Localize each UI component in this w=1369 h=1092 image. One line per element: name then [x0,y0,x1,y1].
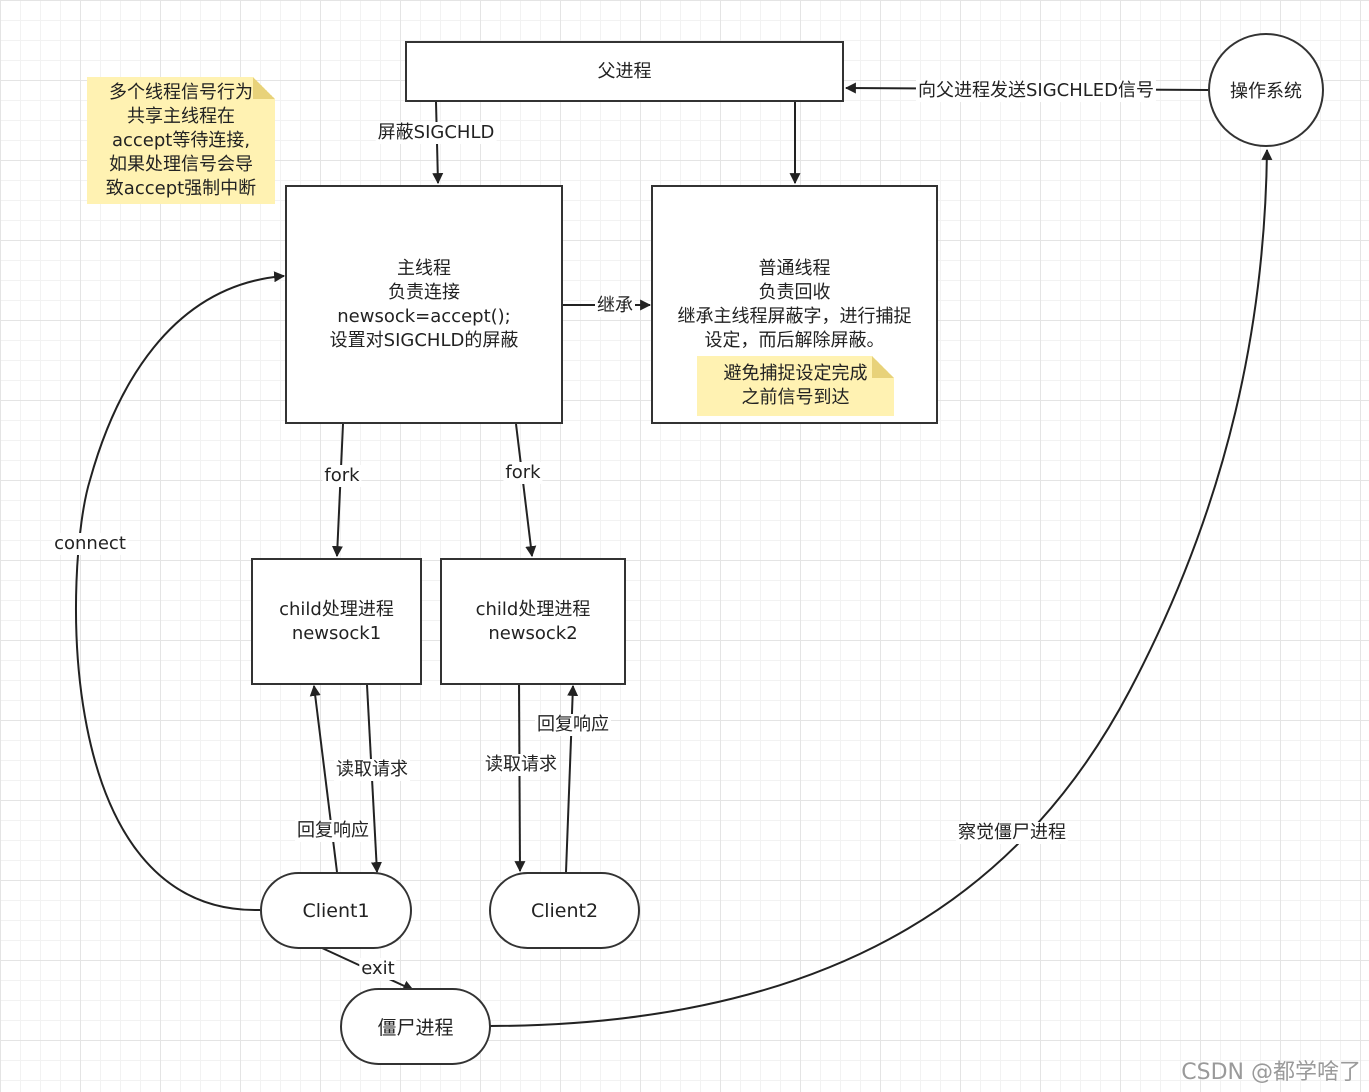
worker-thread-line-3: 继承主线程屏蔽字，进行捕捉 [677,306,912,327]
edge-child2-read [514,684,526,873]
signal-note-line-1: 多个线程信号行为 [109,81,253,103]
main-thread-line-1: 主线程 [397,257,451,279]
signal-note-line-5: 致accept强制中断 [105,177,257,199]
child1-line-2: newsock1 [291,622,382,644]
parent-process-box: 父进程 [405,41,844,102]
timing-note: 避免捕捉设定完成 之前信号到达 [697,356,894,416]
edge-label-fork-2: fork [503,462,543,484]
edge-main-to-child2 [515,423,537,558]
child1-line-1: child处理进程 [279,598,394,620]
signal-note-line-4: 如果处理信号会导 [109,153,253,175]
worker-thread-line-4: 设定，而后解除屏蔽。 [704,330,885,351]
main-thread-line-4: 设置对SIGCHLD的屏蔽 [329,329,519,351]
os-label: 操作系统 [1230,81,1302,102]
child2-line-1: child处理进程 [475,598,591,620]
os-node: 操作系统 [1208,33,1324,147]
edge-client1-connect [75,271,286,912]
zombie-node: 僵尸进程 [340,988,491,1065]
worker-thread-line-2: 负责回收 [758,282,831,303]
client1-node: Client1 [260,872,412,949]
edge-label-reply-2: 回复响应 [535,714,611,736]
child1-box: child处理进程 newsock1 [251,558,422,685]
edge-zombie-to-os [489,148,1273,1027]
main-thread-line-2: 负责连接 [388,281,460,303]
edge-label-fork-1: fork [322,465,362,487]
timing-note-line-1: 避免捕捉设定完成 [723,363,868,384]
edge-label-inherit: 继承 [595,295,635,317]
client1-label: Client1 [302,899,370,922]
client2-node: Client2 [489,872,640,949]
zombie-label: 僵尸进程 [377,1017,454,1039]
edge-label-detect: 察觉僵尸进程 [956,822,1068,844]
worker-thread-line-1: 普通线程 [758,258,831,279]
main-thread-line-3: newsock=accept(); [337,305,511,327]
parent-process-label: 父进程 [597,60,652,82]
watermark: CSDN @都学啥了 [1181,1060,1361,1085]
signal-note-line-3: accept等待连接, [111,129,251,151]
signal-note: 多个线程信号行为 共享主线程在 accept等待连接, 如果处理信号会导 致ac… [87,77,275,204]
timing-note-line-2: 之前信号到达 [741,387,850,408]
edge-main-to-child1 [331,423,344,558]
child2-box: child处理进程 newsock2 [440,558,626,685]
child2-line-2: newsock2 [488,622,578,644]
edge-label-send-signal: 向父进程发送SIGCHLED信号 [915,80,1157,102]
edge-label-exit: exit [359,958,397,980]
edge-label-reply-1: 回复响应 [295,820,371,842]
client2-label: Client2 [530,899,599,922]
signal-note-line-2: 共享主线程在 [127,105,235,127]
edge-label-read-1: 读取请求 [334,759,410,781]
main-thread-box: 主线程 负责连接 newsock=accept(); 设置对SIGCHLD的屏蔽 [285,185,563,424]
edge-label-read-2: 读取请求 [483,754,559,776]
edge-label-connect: connect [52,533,128,555]
edge-label-mask: 屏蔽SIGCHLD [375,122,497,144]
